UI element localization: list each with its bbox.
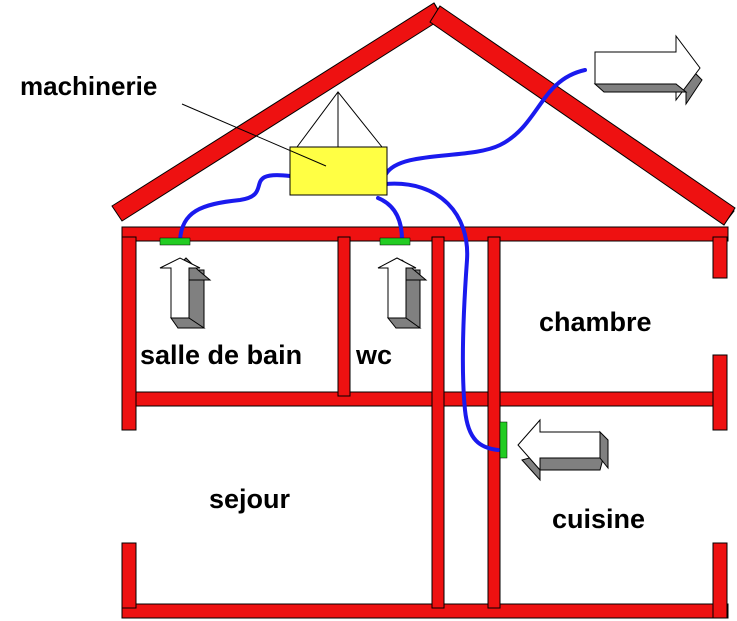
kitchen-partition — [487, 236, 501, 609]
label-bedroom: chambre — [539, 307, 652, 337]
label-kitchen: cuisine — [552, 504, 645, 534]
right-wall-top — [712, 236, 728, 279]
arrow-exhaust-outside — [593, 34, 703, 106]
attic-floor — [121, 226, 729, 242]
vent-bathroom — [159, 237, 191, 246]
machinery-unit — [289, 146, 388, 196]
label-machinery: machinerie — [20, 71, 157, 101]
duct-exhaust — [384, 68, 587, 176]
central-partition — [431, 236, 445, 609]
right-wall-lower — [712, 542, 728, 619]
arrow-up-bathroom — [159, 257, 212, 329]
label-bathroom: salle de bain — [140, 340, 302, 370]
roof — [111, 2, 736, 226]
vent-wc — [379, 237, 411, 246]
left-wall-lower — [121, 542, 137, 609]
label-wc: wc — [355, 340, 392, 370]
ducts — [178, 68, 587, 452]
left-wall-upper — [121, 236, 137, 431]
duct-bathroom — [178, 173, 292, 242]
ground-floor — [121, 603, 729, 619]
machinery-leader-line — [181, 103, 327, 167]
roof-right-beam-body — [429, 5, 736, 226]
roof-left-beam — [111, 2, 444, 222]
arrow-up-wc — [377, 257, 428, 329]
duct-kitchen — [384, 181, 500, 452]
right-wall-middle — [712, 354, 728, 431]
duct-wc — [376, 196, 404, 242]
arrow-left-kitchen — [517, 418, 609, 482]
label-living-room: sejour — [209, 484, 291, 514]
middle-floor — [121, 391, 715, 407]
vent-kitchen — [499, 421, 508, 459]
wc-partition — [337, 236, 351, 397]
